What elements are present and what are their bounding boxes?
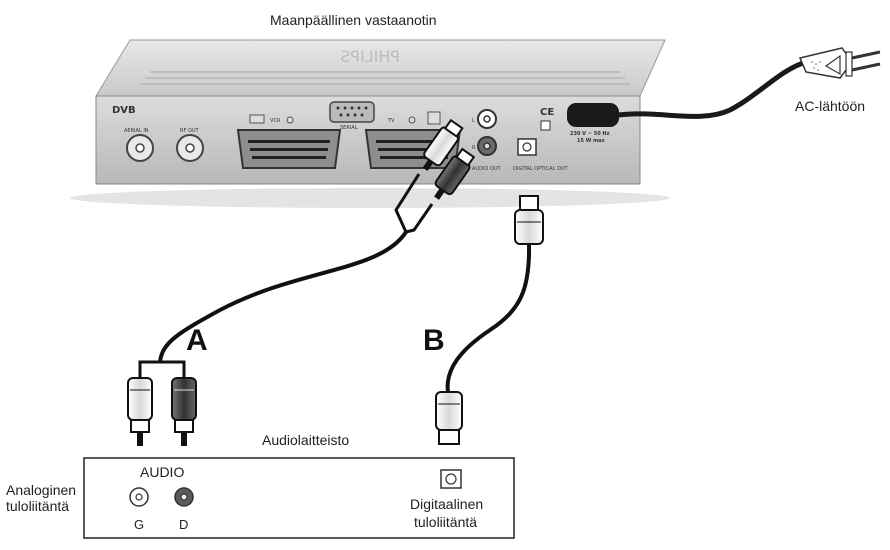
receiver-shadow [70,188,670,208]
cable-b-receiver-plug [514,195,544,245]
cable-a-label: A [186,324,208,357]
audio-l-label: L [472,118,475,124]
digital-input-label-line1: Digitaalinen [410,496,484,512]
receiver-title: Maanpäällinen vastaanotin [270,12,437,28]
receiver-unit: PHILIPS DVB AERIAL IN RF OUT VCR SE [70,39,670,208]
audio-out-label: AUDIO OUT [472,166,502,172]
power-rating-line2: 15 W max [577,138,606,144]
audio-r-label: R [472,145,476,151]
ac-output-label: AC-lähtöön [795,98,866,114]
tv-label: TV [387,118,395,124]
brand-watermark: PHILIPS [340,47,400,66]
serial-label: SERIAL [340,125,358,131]
power-cord-plug [567,103,619,127]
cable-a [127,118,476,446]
digital-input-label-line2: tuloliitäntä [414,514,478,530]
cable-a-device-plug-white [127,377,153,446]
cable-b [435,195,544,445]
tv-scart-pins [376,140,452,159]
receiver-vents [140,71,630,85]
aerial-in-label: AERIAL IN [124,128,149,134]
cable-b-label: B [423,324,445,357]
left-channel-label: G [134,517,145,532]
rf-out-label: RF OUT [180,128,200,134]
serial-connector [329,101,375,123]
audio-heading: AUDIO [140,464,185,480]
cable-a-receiver-plug-red [434,147,476,200]
digital-optical-out-label: DIGITAL OPTICAL OUT [513,166,568,172]
dvb-logo: DVB [112,105,136,116]
wall-plug [798,47,881,79]
right-channel-label: D [179,517,189,532]
vcr-label: VCR [270,118,281,124]
analog-input-label-line2: tuloliitäntä [6,498,70,514]
audio-equipment-label: Audiolaitteisto [262,432,350,448]
cable-b-device-plug [435,391,463,445]
ce-mark: CE [540,107,554,118]
power-cable [615,59,809,119]
vcr-scart-pins [248,140,330,159]
power-rating-line1: 230 V ~ 50 Hz [570,131,610,137]
cable-a-device-plug-red [171,377,197,446]
cable-a-receiver-plug-white [422,118,464,172]
analog-input-label-line1: Analoginen [6,482,77,498]
